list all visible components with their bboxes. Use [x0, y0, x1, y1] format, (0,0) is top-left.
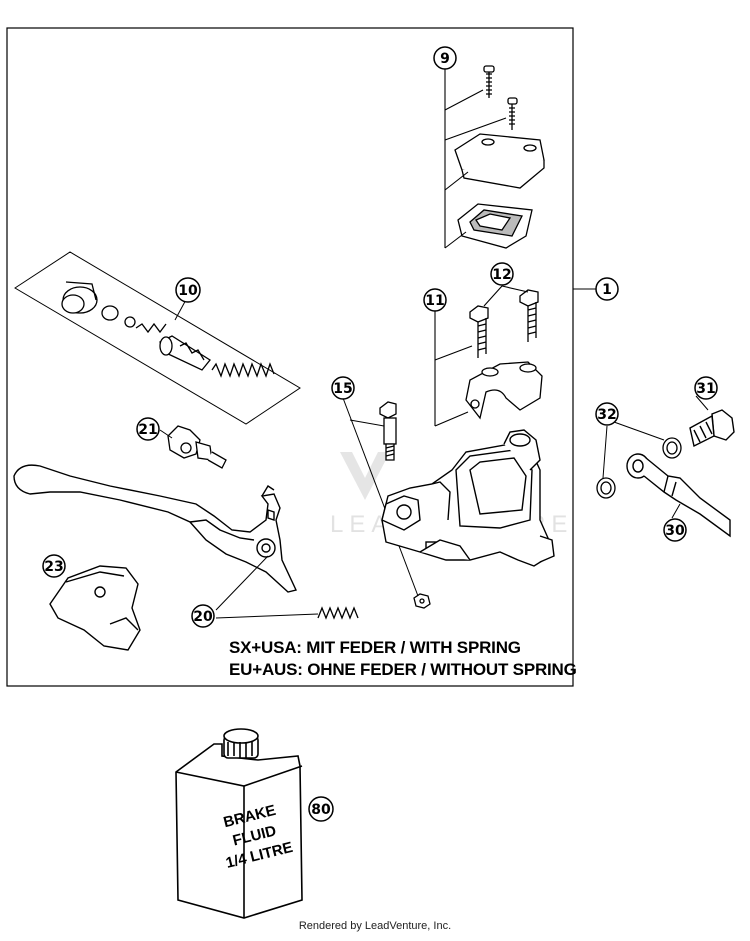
- pivot-bolt: [379, 401, 431, 609]
- master-cylinder-body: [381, 429, 555, 567]
- piston-kit-group: [14, 251, 301, 425]
- svg-text:10: 10: [178, 283, 198, 299]
- svg-text:20: 20: [193, 609, 213, 625]
- callout-80: 80: [308, 796, 334, 822]
- adjuster-screw: [167, 425, 227, 469]
- spring-note-eu: EU+AUS: OHNE FEDER / WITHOUT SPRING: [229, 660, 577, 679]
- diagram-frame: [6, 27, 574, 687]
- svg-text:23: 23: [44, 559, 63, 575]
- callout-30: 30: [663, 518, 687, 542]
- callout-9: 9: [433, 46, 457, 70]
- callout-1: 1: [595, 277, 619, 301]
- clamp-group: [465, 289, 543, 420]
- callout-20: 20: [191, 604, 215, 628]
- svg-text:1: 1: [602, 282, 612, 298]
- reservoir-cover-group: [454, 65, 545, 249]
- svg-text:80: 80: [311, 802, 331, 818]
- banjo-bolt: [689, 409, 735, 448]
- lever-cover: [49, 565, 141, 651]
- svg-text:30: 30: [665, 523, 685, 539]
- svg-text:12: 12: [492, 267, 511, 283]
- callout-23: 23: [42, 554, 66, 578]
- spring-note-usa: SX+USA: MIT FEDER / WITH SPRING: [229, 638, 521, 657]
- brake-hose: [626, 453, 731, 538]
- brake-lever: [13, 464, 297, 593]
- callout-12: 12: [490, 262, 514, 286]
- svg-text:21: 21: [138, 422, 157, 438]
- svg-text:31: 31: [696, 381, 715, 397]
- brake-fluid-bottle: [175, 728, 303, 919]
- svg-text:11: 11: [425, 293, 444, 309]
- footer-credit: Rendered by LeadVenture, Inc.: [298, 920, 452, 932]
- svg-text:9: 9: [440, 51, 450, 67]
- svg-text:15: 15: [333, 381, 352, 397]
- callout-10: 10: [175, 277, 201, 303]
- washers: [596, 437, 682, 499]
- callout-32: 32: [595, 402, 619, 426]
- callout-15: 15: [331, 376, 355, 400]
- svg-text:32: 32: [597, 407, 616, 423]
- callout-31: 31: [694, 376, 718, 400]
- callout-11: 11: [423, 288, 447, 312]
- callout-21: 21: [136, 417, 160, 441]
- lever-spring: [317, 606, 359, 620]
